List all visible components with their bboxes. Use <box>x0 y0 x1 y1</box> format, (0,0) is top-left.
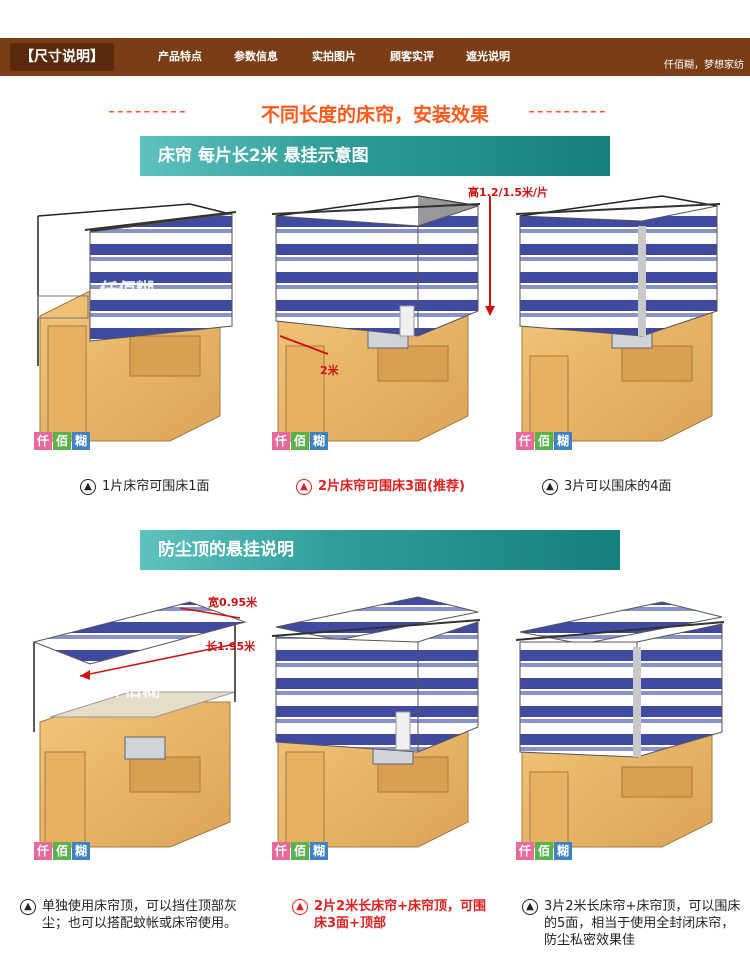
nav-tab-size[interactable]: 【尺寸说明】 <box>10 43 114 71</box>
width-label: 2米 <box>320 364 339 377</box>
section1-title: 床帘 每片长2米 悬挂示意图 <box>158 146 369 166</box>
up-arrow-icon: ▲ <box>296 479 312 495</box>
caption-three-curtains: ▲ 3片可以围床的4面 <box>542 478 722 495</box>
brand-logo: 仟 佰 糊 <box>34 842 90 860</box>
brand-logo: 仟 佰 糊 <box>272 842 328 860</box>
canopy-width-label: 宽0.95米 <box>208 596 258 609</box>
illus-two-curtains-canopy: 仟 佰 糊 <box>268 592 498 882</box>
nav-tab-shading[interactable]: 遮光说明 <box>466 50 510 63</box>
section2-title: 防尘顶的悬挂说明 <box>158 540 294 560</box>
title-dash-right: --------- <box>528 100 608 122</box>
canopy-length-label: 长1.95米 <box>206 640 256 653</box>
section2-band: 防尘顶的悬挂说明 <box>140 530 620 570</box>
up-arrow-icon: ▲ <box>542 479 558 495</box>
illus-canopy-only: 宽0.95米 长1.95米 仟佰糊 仟 佰 糊 <box>20 592 260 882</box>
caption-one-curtain: ▲ 1片床帘可围床1面 <box>80 478 250 495</box>
brand-logo: 仟 佰 糊 <box>272 432 328 450</box>
up-arrow-icon: ▲ <box>80 479 96 495</box>
nav-tab-features[interactable]: 产品特点 <box>158 50 202 63</box>
brand-logo: 仟 佰 糊 <box>516 842 572 860</box>
top-nav: 【尺寸说明】 产品特点 参数信息 实拍图片 顾客实评 遮光说明 仟佰糊，梦想家纺 <box>0 38 750 76</box>
main-title: 不同长度的床帘，安装效果 <box>260 104 489 126</box>
up-arrow-icon: ▲ <box>292 899 308 915</box>
caption-two-curtains-canopy: ▲ 2片2米长床帘+床帘顶，可围床3面+顶部 <box>292 898 492 932</box>
height-label: 高1.2/1.5米/片 <box>468 186 549 199</box>
illus-three-curtains-canopy: 仟 佰 糊 <box>512 592 732 882</box>
brand-logo: 仟 佰 糊 <box>516 432 572 450</box>
section1-band: 床帘 每片长2米 悬挂示意图 <box>140 136 610 176</box>
nav-tab-photos[interactable]: 实拍图片 <box>312 50 356 63</box>
illus-one-curtain: 仟佰糊 仟 佰 糊 <box>30 186 240 476</box>
nav-tab-reviews[interactable]: 顾客实评 <box>390 50 434 63</box>
illus-two-curtains: 高1.2/1.5米/片 2米 仟 佰 糊 <box>268 186 548 476</box>
nav-tab-params[interactable]: 参数信息 <box>234 50 278 63</box>
caption-two-curtains: ▲ 2片床帘可围床3面(推荐) <box>296 478 516 495</box>
nav-slogan: 仟佰糊，梦想家纺 <box>664 60 744 71</box>
caption-three-curtains-canopy: ▲ 3片2米长床帘+床帘顶，可以围床的5面，相当于使用全封闭床帘，防尘私密效果佳 <box>522 898 742 949</box>
up-arrow-icon: ▲ <box>20 899 36 915</box>
watermark-text: 仟佰糊 <box>106 680 160 701</box>
brand-logo: 仟 佰 糊 <box>34 432 90 450</box>
title-dash-left: --------- <box>108 100 188 122</box>
illus-three-curtains: 仟 佰 糊 <box>512 186 732 476</box>
up-arrow-icon: ▲ <box>522 899 538 915</box>
watermark-text: 仟佰糊 <box>100 280 154 301</box>
caption-canopy-only: ▲ 单独使用床帘顶，可以挡住顶部灰尘；也可以搭配蚊帐或床帘使用。 <box>20 898 240 932</box>
